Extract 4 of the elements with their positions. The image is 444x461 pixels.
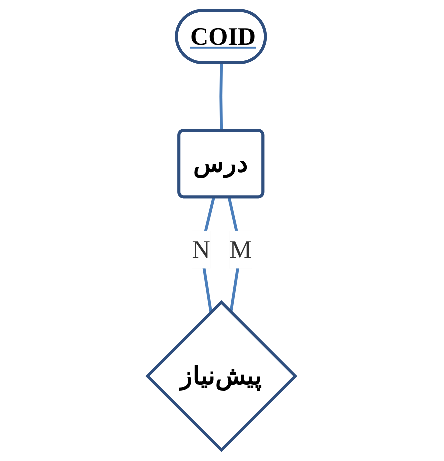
edge-label: N xyxy=(192,236,211,264)
connector xyxy=(220,63,224,132)
node-diamond: پیش‌نیاز xyxy=(146,300,298,452)
edge-label: M xyxy=(230,236,252,264)
